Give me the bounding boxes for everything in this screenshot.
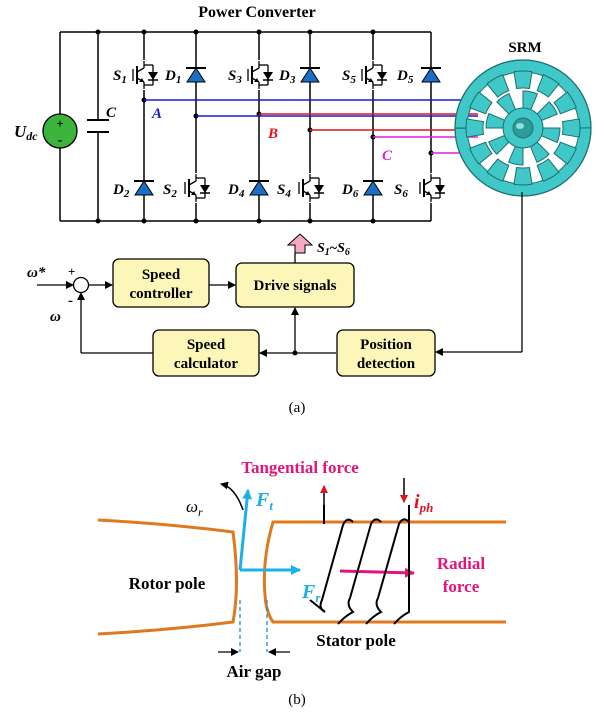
tangential-force-vector [238, 489, 253, 571]
igbt-s4 [298, 173, 325, 203]
air-gap-label: Air gap [227, 662, 282, 681]
svg-text:Drive signals: Drive signals [254, 278, 337, 294]
drive-signal-arrow-icon [286, 233, 314, 254]
phase-c-label: C [382, 148, 393, 164]
figure-a: Power Converter + [14, 4, 592, 416]
sum-plus-sign: + [68, 264, 75, 279]
svg-text:Position: Position [360, 337, 412, 353]
igbt-s5 [361, 60, 388, 90]
stator-tooth [536, 74, 560, 98]
label-d4: D4 [227, 182, 245, 200]
rotation-arrow-icon [220, 481, 244, 511]
stator-tooth [553, 141, 577, 165]
svg-text:calculator: calculator [174, 356, 238, 372]
label-s5: S5 [342, 68, 356, 86]
svg-text:Speed: Speed [187, 337, 226, 353]
label-d1: D1 [164, 68, 181, 86]
source-label: Udc [14, 122, 38, 143]
diode-d3 [299, 67, 321, 83]
igbt-s3 [247, 60, 274, 90]
drive-range-label: S1~S6 [317, 241, 350, 258]
diode-d2 [133, 180, 155, 196]
capacitor-label: C [106, 105, 117, 121]
stator-tooth [536, 158, 560, 182]
srm-label: SRM [508, 40, 541, 56]
rotor-pole-label: Rotor pole [129, 574, 206, 593]
igbt-s1 [132, 60, 159, 90]
phase-a-label: A [151, 106, 162, 122]
omega-feedback-label: ω [50, 309, 61, 325]
source-minus: - [58, 133, 63, 148]
svg-text:detection: detection [357, 356, 416, 372]
phase-b-wires [259, 113, 478, 131]
radial-force-label-2: force [443, 577, 480, 596]
label-s2: S2 [163, 182, 177, 200]
stator-tooth [469, 91, 493, 115]
stator-tooth [513, 166, 533, 186]
rotor-pole-outline [97, 518, 238, 636]
diode-d4 [248, 180, 270, 196]
label-d6: D6 [341, 182, 359, 200]
summing-junction-icon [72, 276, 90, 294]
igbt-s2 [184, 173, 211, 203]
stator-tooth [469, 141, 493, 165]
source-plus: + [56, 116, 63, 131]
ft-label: Ft [255, 489, 273, 513]
stator-winding-icon [309, 505, 410, 625]
label-d3: D3 [278, 68, 296, 86]
label-s4: S4 [277, 182, 291, 200]
branch-dot [292, 350, 298, 356]
sum-minus-sign: - [68, 293, 73, 309]
stator-tooth [486, 158, 510, 182]
diode-d5 [420, 67, 442, 83]
label-s1: S1 [113, 68, 127, 86]
phase-b-label: B [267, 126, 278, 142]
air-gap-markers [239, 600, 268, 652]
speed-controller-block: Speed controller [112, 258, 210, 308]
stator-tooth [513, 70, 533, 90]
iph-label: iph [414, 491, 433, 515]
label-d5: D5 [396, 68, 414, 86]
diode-d6 [362, 180, 384, 196]
label-s6: S6 [394, 182, 408, 200]
svg-text:controller: controller [129, 286, 192, 302]
diode-d1 [185, 67, 207, 83]
dc-source-icon [42, 113, 78, 149]
stator-tooth [465, 118, 485, 138]
igbt-s6 [419, 173, 446, 203]
speed-calculator-block: Speed calculator [152, 329, 260, 377]
caption-a: (a) [289, 400, 306, 416]
phase-a-wires [144, 99, 478, 117]
position-detection-block: Position detection [336, 329, 436, 377]
figure-b: Tangential force Ft Fr ωr iph Radial for… [97, 458, 506, 708]
motor-feedback-line [435, 192, 523, 356]
fr-label: Fr [301, 581, 321, 605]
omega-ref-label: ω* [27, 265, 46, 281]
power-converter-title: Power Converter [198, 4, 315, 21]
tangential-force-label: Tangential force [241, 458, 359, 477]
stator-pole-outline [262, 520, 506, 624]
stator-pole-label: Stator pole [316, 631, 396, 650]
radial-force-vector [339, 567, 415, 578]
srm-motor-icon [454, 59, 592, 197]
stator-tooth [553, 91, 577, 115]
stator-tooth [561, 118, 581, 138]
svg-text:Speed: Speed [142, 267, 181, 283]
radial-force-label-1: Radial [437, 554, 485, 573]
stator-tooth [486, 74, 510, 98]
caption-b: (b) [288, 692, 306, 708]
drive-signals-block: Drive signals [235, 262, 355, 308]
omega-r-label: ωr [186, 497, 203, 519]
capacitor-icon [87, 119, 109, 133]
label-d2: D2 [112, 182, 130, 200]
control-wires [37, 253, 336, 357]
label-s3: S3 [228, 68, 242, 86]
